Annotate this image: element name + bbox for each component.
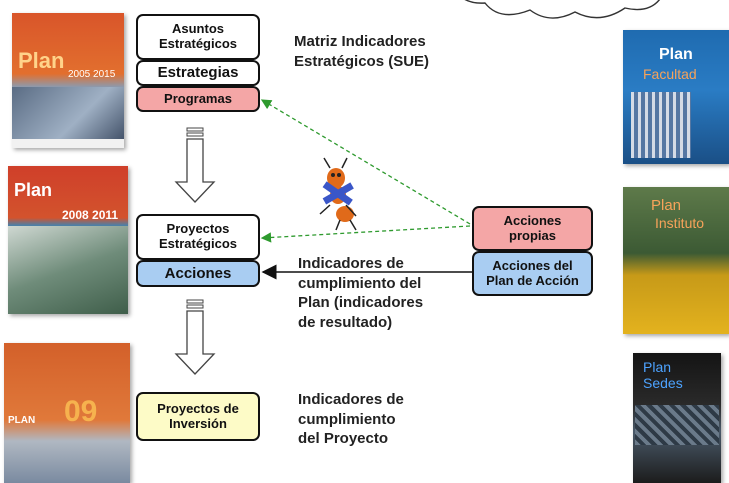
estrategias-box: Estrategias: [136, 60, 260, 86]
plan-09-cover: 09 PLAN: [4, 343, 130, 483]
plan-facultad-cover: Plan Facultad: [623, 30, 729, 164]
plan1-footer: [12, 139, 124, 148]
proyectos-inversion-label: Proyectos de Inversión: [157, 400, 239, 431]
down-arrow-2: [174, 299, 216, 375]
plan3-title: PLAN: [8, 415, 36, 426]
instituto-plan-title: Plan: [651, 197, 682, 214]
acciones-label: Acciones: [164, 264, 232, 282]
asuntos-estrategicos-box: Asuntos Estratégicos: [136, 14, 260, 60]
acciones-propias-label: Acciones propias: [503, 212, 562, 243]
acciones-propias-box: Acciones propias: [472, 206, 593, 251]
indicadores-plan-label: Indicadores de cumplimiento del Plan (in…: [298, 255, 424, 331]
instituto-label: Instituto: [655, 215, 705, 231]
acciones-box: Acciones: [136, 260, 260, 287]
matriz-indicadores-label: Matriz Indicadores Estratégicos (SUE): [294, 33, 430, 70]
acciones-plan-label: Acciones del Plan de Acción: [486, 257, 579, 288]
sedes-plan-title: Plan: [643, 359, 672, 375]
plan-sedes-cover: Plan Sedes: [633, 353, 721, 483]
plan2-title: Plan: [14, 180, 53, 200]
dashed-arrow-to-programas: [260, 99, 471, 225]
plan-2005-2015-cover: Plan 2005 2015: [12, 13, 124, 148]
plan1-years: 2005 2015: [68, 69, 116, 80]
dashed-arrow-to-proyectos: [260, 225, 471, 243]
down-arrow-1: [174, 127, 216, 203]
programas-label: Programas: [164, 90, 232, 106]
proyectos-estrategicos-box: Proyectos Estratégicos: [136, 214, 260, 260]
facultad-plan-title: Plan: [659, 46, 693, 63]
programas-box: Programas: [136, 86, 260, 112]
proyectos-estrategicos-label: Proyectos Estratégicos: [158, 221, 238, 251]
plan1-title: Plan: [18, 48, 65, 73]
plan2-years: 2008 2011: [62, 208, 119, 222]
proyectos-inversion-box: Proyectos de Inversión: [136, 392, 260, 441]
plan3-number: 09: [64, 395, 98, 428]
plan-instituto-cover: Plan Instituto: [623, 187, 729, 334]
indicadores-proyecto-label: Indicadores de cumplimiento del Proyecto: [298, 391, 404, 447]
courtyard-image: [8, 226, 128, 314]
cloud-shape: [464, 0, 660, 19]
estrategias-label: Estrategias: [157, 64, 239, 82]
building-image: [12, 87, 124, 139]
asuntos-label: Asuntos Estratégicos: [158, 21, 238, 51]
sedes-image: [635, 405, 719, 445]
plan-2008-2011-cover: Plan 2008 2011: [8, 166, 128, 314]
acciones-plan-box: Acciones del Plan de Acción: [472, 251, 593, 296]
facultad-image: [631, 92, 691, 158]
sedes-label: Sedes: [643, 375, 683, 391]
facultad-label: Facultad: [643, 66, 697, 82]
ant-mascot: [319, 157, 357, 231]
